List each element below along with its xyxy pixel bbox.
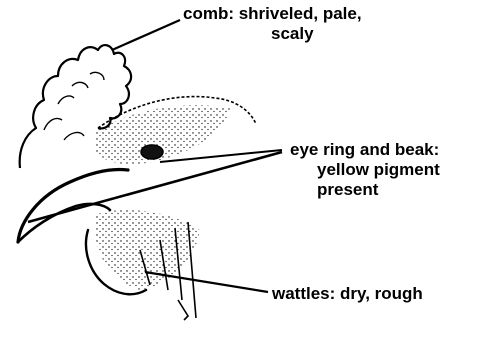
eye-beak-label: eye ring and beak: yellow pigment presen… — [290, 140, 440, 200]
wattle-leader-line — [145, 272, 268, 292]
eye — [141, 145, 163, 159]
eye-beak-label-line1: eye ring and beak: — [290, 140, 440, 160]
wattles-label-line1: wattles: dry, rough — [272, 284, 423, 304]
eye-beak-label-line3: present — [290, 180, 440, 200]
comb-leader-line — [112, 20, 180, 50]
wattles-label: wattles: dry, rough — [272, 284, 423, 304]
comb-label: comb: shriveled, pale, scaly — [183, 4, 362, 44]
eye-leader-line-2 — [28, 152, 282, 222]
eye-beak-label-line2: yellow pigment — [290, 160, 440, 180]
comb-label-line1: comb: shriveled, pale, — [183, 4, 362, 24]
comb-label-line2: scaly — [183, 24, 362, 44]
comb-inner-scales — [44, 72, 104, 140]
